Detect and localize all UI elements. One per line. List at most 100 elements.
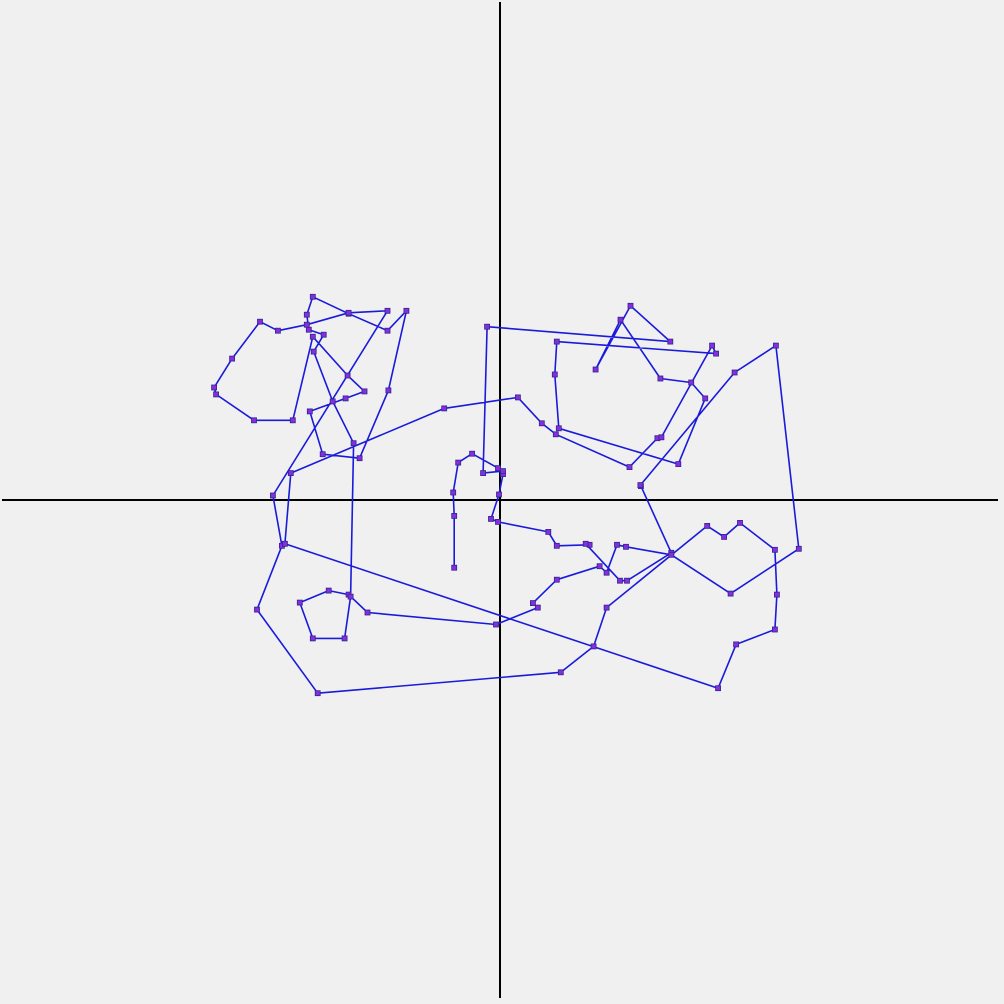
data-point (303, 311, 310, 318)
data-point (289, 417, 296, 424)
data-point (713, 350, 719, 357)
data-point (451, 513, 458, 519)
data-point (356, 455, 363, 462)
data-point (281, 540, 288, 547)
data-point (480, 470, 487, 477)
data-point (553, 542, 560, 549)
data-point (627, 302, 634, 309)
data-point (773, 342, 779, 349)
data-point (384, 327, 391, 334)
data-point (309, 635, 316, 642)
data-point (637, 482, 644, 489)
data-point (702, 395, 709, 402)
data-point (314, 690, 321, 697)
data-point (658, 434, 665, 441)
data-point (727, 590, 734, 597)
data-point (772, 626, 778, 633)
data-point (251, 417, 257, 424)
data-point (737, 520, 743, 526)
data-point (451, 564, 458, 571)
data-point (675, 461, 682, 468)
data-point (592, 366, 599, 373)
data-point (385, 387, 392, 394)
data-point (538, 420, 545, 427)
data-point (617, 316, 624, 323)
data-point (624, 577, 630, 584)
data-point (552, 431, 559, 438)
data-point (269, 492, 276, 499)
data-point (329, 398, 336, 405)
data-point (345, 309, 352, 316)
data-point (774, 591, 780, 598)
data-point (287, 470, 294, 477)
data-point (715, 685, 721, 692)
data-point (515, 394, 521, 401)
data-point (319, 451, 326, 458)
data-point (320, 331, 327, 338)
data-point (469, 450, 476, 457)
data-point (341, 635, 348, 642)
data-point (603, 569, 610, 576)
data-point (534, 604, 541, 611)
data-point (274, 327, 281, 334)
data-point (709, 342, 715, 349)
data-point (657, 375, 664, 382)
data-point (296, 599, 303, 606)
data-point (303, 321, 310, 328)
data-point (688, 379, 695, 386)
data-point (384, 307, 391, 314)
series-lines (213, 295, 800, 695)
data-point (305, 326, 312, 333)
data-point (733, 641, 739, 648)
data-point (553, 576, 560, 583)
data-point (344, 372, 351, 379)
data-point (455, 459, 462, 466)
data-point (614, 541, 620, 548)
data-point (361, 388, 368, 395)
data-point (496, 491, 502, 498)
data-point (257, 318, 263, 325)
data-point (488, 516, 494, 522)
data-point (403, 307, 410, 314)
data-point (617, 577, 623, 584)
data-point (484, 323, 491, 330)
data-point (347, 593, 354, 600)
series-line (213, 295, 800, 695)
data-point (555, 425, 562, 432)
data-point (772, 546, 778, 553)
data-point (229, 355, 236, 362)
data-point (557, 669, 564, 676)
data-point (450, 489, 457, 496)
data-point (551, 371, 558, 378)
data-point (309, 293, 316, 300)
series-markers (211, 293, 802, 697)
data-point (596, 563, 603, 570)
data-point (623, 543, 629, 550)
data-point (342, 395, 349, 402)
data-point (545, 529, 552, 535)
data-point (721, 534, 727, 540)
data-point (364, 609, 371, 616)
data-point (795, 545, 802, 552)
data-point (731, 369, 738, 376)
data-point (310, 348, 317, 355)
data-point (603, 604, 610, 611)
data-point (553, 338, 560, 345)
data-point (325, 587, 332, 594)
data-point (704, 523, 711, 529)
data-point (493, 621, 499, 628)
data-point (309, 333, 316, 340)
data-point (495, 519, 501, 525)
data-point (626, 464, 633, 471)
data-point (668, 551, 675, 558)
data-point (590, 643, 597, 650)
data-point (495, 465, 501, 472)
data-point (582, 540, 589, 547)
data-point (667, 338, 674, 345)
data-point (213, 391, 220, 398)
data-point (530, 600, 536, 606)
data-point (441, 405, 448, 412)
